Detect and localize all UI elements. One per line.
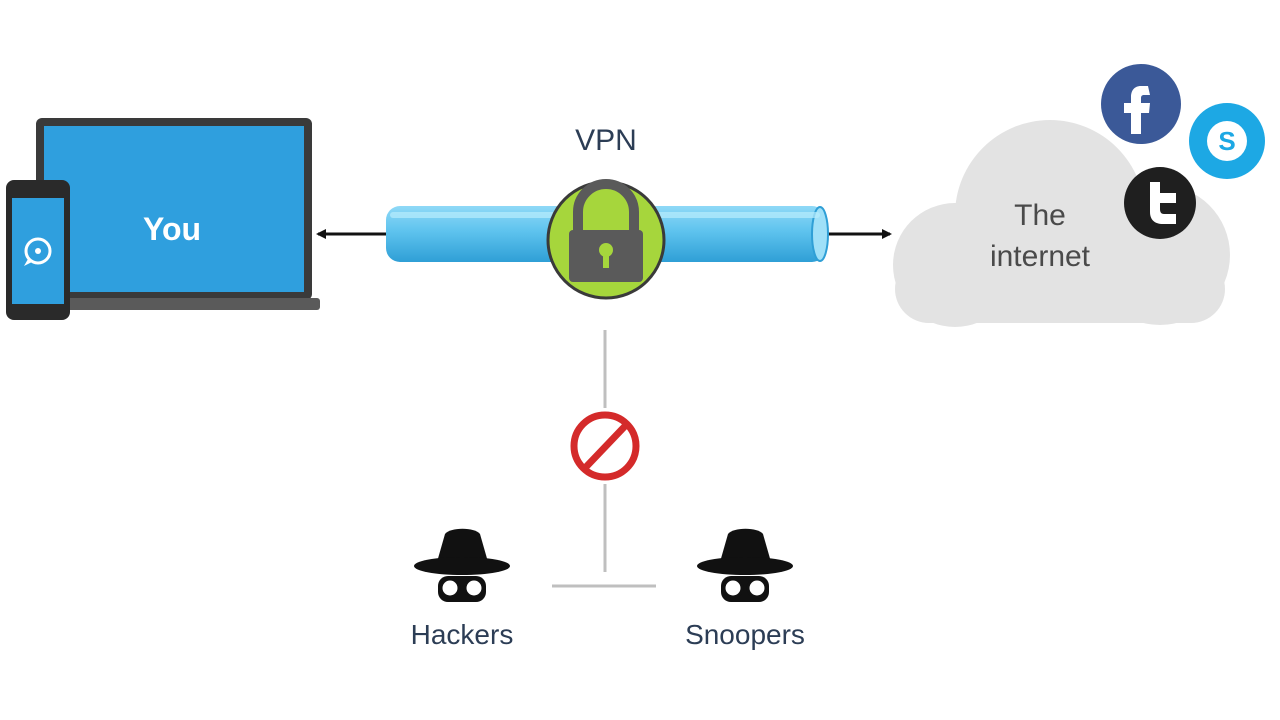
padlock-icon bbox=[546, 179, 666, 300]
no-entry-icon bbox=[570, 411, 640, 481]
phone bbox=[6, 180, 70, 320]
you-label: You bbox=[143, 211, 201, 247]
laptop bbox=[30, 118, 320, 310]
internet-label-line2: internet bbox=[990, 240, 1091, 273]
hackers-label: Hackers bbox=[411, 619, 514, 650]
chat-app-icon bbox=[24, 237, 52, 266]
facebook-icon bbox=[1101, 64, 1181, 144]
snooper-spy-icon bbox=[697, 528, 793, 602]
skype-icon: S bbox=[1189, 103, 1265, 179]
hacker-spy-icon bbox=[414, 528, 510, 602]
svg-text:S: S bbox=[1218, 126, 1235, 156]
internet-cloud bbox=[893, 120, 1230, 327]
internet-label-line1: The bbox=[1014, 199, 1066, 232]
vpn-title: VPN bbox=[575, 124, 637, 157]
snoopers-label: Snoopers bbox=[685, 619, 805, 650]
twitter-icon bbox=[1124, 167, 1196, 239]
